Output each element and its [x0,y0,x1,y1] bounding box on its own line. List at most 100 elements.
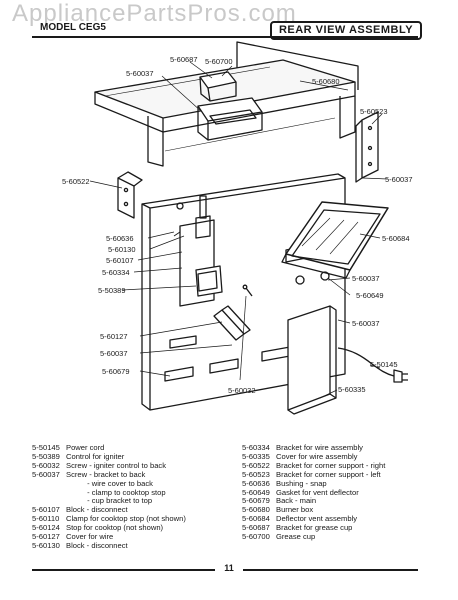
part-description: Grease cup [276,532,316,542]
parts-list-item: 5-60679 Back - main [242,497,385,506]
callout-5-60032: 5-60032 [228,386,256,395]
burner-box [94,41,359,167]
callout-5-60649: 5-60649 [356,291,384,300]
power-cord [337,347,408,383]
part-number: 5-60032 [32,460,60,470]
callout-5-50145: 5-50145 [370,360,398,369]
model-label: MODEL CEG5 [40,22,106,33]
part-number: 5-60124 [32,523,60,533]
parts-list-item: 5-60684 Deflector vent assembly [242,514,385,524]
parts-list-right: 5-60334 Bracket for wire assembly 5-60335 C… [242,443,386,542]
grease-cup-bracket [197,97,263,141]
part-description: - wire cover to back [66,478,153,488]
part-description: Deflector vent assembly [276,514,358,524]
callout-5-60636: 5-60636 [106,234,134,243]
part-number: 5-60684 [242,514,270,524]
callout-5-60037-mid: 5-60037 [352,274,380,283]
part-number: 5-60700 [242,532,270,542]
parts-list-item: 5-60127 Cover for wire [32,532,186,542]
part-description: Screw - igniter control to back [66,460,167,470]
part-description: Control for igniter [66,451,125,461]
part-description: Cover for wire assembly [276,451,358,461]
parts-list-item: 5-60680 Burner box [242,505,385,515]
part-number: 5-60649 [242,487,270,497]
callout-5-60037-top: 5-60037 [126,69,154,78]
page-title: REAR VIEW ASSEMBLY [270,21,422,40]
part-number: 5-60636 [242,478,270,488]
part-description: Power cord [66,443,105,452]
parts-list-item: 5-60110 Clamp for cooktop stop (not shown… [32,514,186,524]
header-rule [32,36,418,38]
callout-5-60700: 5-60700 [205,57,233,66]
part-number: 5-60680 [242,505,270,515]
deflector-vent-assembly [281,201,389,279]
callout-5-60523: 5-60523 [360,107,388,116]
part-description: Stop for cooktop (not shown) [66,523,164,533]
part-number [32,489,66,498]
parts-list-item: 5-60636 Bushing - snap [242,478,385,489]
corner-bracket-left [117,171,143,219]
part-number: 5-60687 [242,523,270,533]
part-number: 5-60335 [242,451,270,461]
parts-list-item: 5-60124 Stop for cooktop (not shown) [32,523,186,533]
parts-list-item: 5-60700 Grease cup [242,532,385,542]
parts-list-item: 5-60687 Bracket for grease cup [242,523,385,533]
parts-list-item: 5-60649 Gasket for vent deflector [242,487,385,498]
exploded-diagram: 5-60687 5-60700 5-60037 5-60680 5-60523 … [62,41,413,415]
parts-list-item: - clamp to cooktop stop [32,487,186,498]
parts-list-item: 5-50145 Power cord [32,443,186,453]
part-description: Cover for wire [66,532,114,542]
part-description: Block - disconnect [66,505,128,515]
part-number [32,480,66,489]
callout-5-60680: 5-60680 [312,77,340,86]
callout-5-60335: 5-60335 [338,385,366,394]
part-description: Bracket for corner support - right [276,460,386,470]
part-description: Bracket for corner support - left [276,469,381,479]
part-number: 5-60037 [32,469,60,479]
page-number: 11 [215,563,243,573]
callout-5-60107: 5-60107 [106,256,134,265]
parts-list-item: 5-60032 Screw - igniter control to back [32,460,186,471]
callout-5-60687: 5-60687 [170,55,198,64]
part-number: 5-60522 [242,460,270,470]
callout-5-60684: 5-60684 [382,234,410,243]
parts-list-item: 5-60037 Screw - bracket to back [32,469,186,480]
part-description: Gasket for vent deflector [276,487,359,497]
part-description: Clamp for cooktop stop (not shown) [66,514,186,524]
part-number: 5-60679 [242,496,270,506]
corner-bracket-right [355,111,379,183]
parts-list-item: 5-60335 Cover for wire assembly [242,451,385,462]
wire-assembly-cover [287,305,337,415]
part-number: 5-60334 [242,443,270,452]
callout-5-60037-right: 5-60037 [385,175,413,184]
parts-list-item: - cup bracket to top [32,497,186,506]
part-description: Back - main [276,496,317,506]
part-description: Bracket for grease cup [276,523,353,533]
part-description: Burner box [276,505,314,515]
part-number: 5-60107 [32,505,60,515]
part-number: 5-60110 [32,514,60,524]
parts-list-item: 5-60522 Bracket for corner support - righ… [242,460,386,471]
callout-5-60334: 5-60334 [102,268,130,277]
parts-list-item: - wire cover to back [32,478,186,489]
part-description: Bracket for wire assembly [276,443,363,452]
part-number: 5-60127 [32,532,60,542]
part-description: - clamp to cooktop stop [66,487,166,497]
igniter-control [195,265,223,297]
parts-list-item: 5-60107 Block - disconnect [32,505,186,515]
wire-cover [213,305,251,341]
part-number: 5-60130 [32,540,60,550]
parts-list-item: 5-60130 Block - disconnect [32,540,186,551]
part-description: Block - disconnect [66,540,128,550]
part-number: 5-60523 [242,469,270,479]
callout-5-60127: 5-60127 [100,332,128,341]
part-description: Screw - bracket to back [66,469,146,479]
screw-60032 [242,284,253,297]
callout-5-60522: 5-60522 [62,177,90,186]
part-description: Bushing - snap [276,478,327,488]
part-number: 5-50145 [32,443,60,452]
watermark: AppliancePartsPros.com [12,0,297,27]
parts-list-item: 5-60523 Bracket for corner support - left [242,469,385,480]
